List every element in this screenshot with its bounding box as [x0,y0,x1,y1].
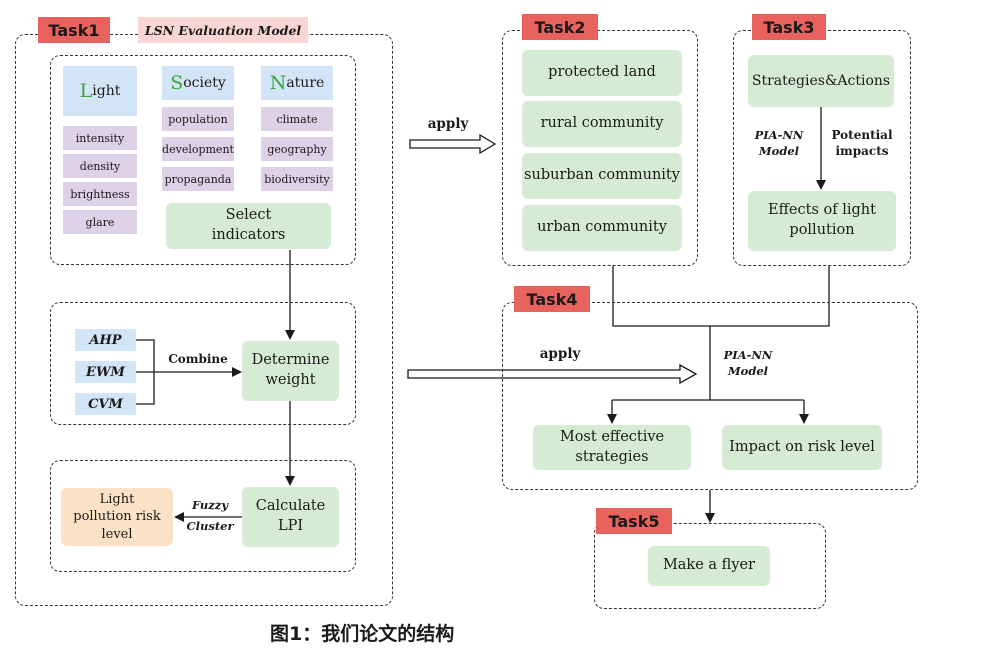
select-indicators-box: Select indicators [166,203,331,249]
task2-container [502,30,698,266]
task3-tag: Task3 [752,14,826,40]
task2-item-protected-land: protected land [522,50,682,96]
task5-container [594,523,826,609]
fuzzy-label: Fuzzy [191,498,229,512]
method-cvm: CVM [75,393,136,415]
lpi-section [50,460,356,572]
effects-light-pollution-box: Effects of light pollution [748,191,896,251]
apply-arrow-top [409,133,497,155]
society-header-initial: S [170,72,184,94]
task2-tag: Task2 [522,14,598,40]
method-ewm: EWM [75,361,136,383]
light-item-density: density [63,154,137,178]
method-ahp: AHP [75,329,136,351]
combine-label: Combine [168,352,228,366]
determine-weight-box: Determine weight [242,341,339,401]
figure-caption: 图1：我们论文的结构 [270,623,455,645]
cluster-label: Cluster [186,519,234,533]
nature-header-initial: N [269,72,287,94]
apply-arrow-middle [407,363,698,385]
task5-tag: Task5 [596,508,672,534]
light-header-initial: L [79,80,93,102]
task4-tag: Task4 [514,286,590,312]
society-item-development: development [162,137,234,161]
task2-item-urban-community: urban community [522,205,682,251]
indicator-section [50,55,356,265]
apply-label-middle: apply [539,346,581,362]
task1-tag: Task1 [38,17,110,43]
impact-risk-level-box: Impact on risk level [722,425,882,470]
potential-impacts-label: Potential impacts [831,128,893,158]
nature-header-rest: ature [286,75,325,91]
risk-level-box: Light pollution risk level [61,488,173,546]
task2-item-rural-community: rural community [522,101,682,147]
nature-item-climate: climate [261,107,333,131]
light-header-rest: ight [92,83,121,99]
make-flyer-box: Make a flyer [648,546,770,586]
calculate-lpi-box: Calculate LPI [242,487,339,547]
weight-section [50,302,356,425]
strategies-actions-box: Strategies&Actions [748,55,894,107]
society-item-propaganda: propaganda [162,167,234,191]
apply-label-top: apply [427,116,469,132]
lsn-model-label: LSN Evaluation Model [138,17,308,43]
light-item-intensity: intensity [63,126,137,150]
most-effective-strategies-box: Most effective strategies [533,425,691,470]
task3-pia-nn-model-label: PIA-NN Model [754,128,804,158]
light-item-brightness: brightness [63,182,137,206]
society-header-rest: ociety [183,75,226,91]
task2-item-suburban-community: suburban community [522,153,682,199]
merge-lines [612,266,830,327]
nature-item-geography: geography [261,137,333,161]
nature-item-biodiversity: biodiversity [261,167,333,191]
light-item-glare: glare [63,210,137,234]
task4-container [502,302,918,490]
society-item-population: population [162,107,234,131]
task4-pia-nn-model-label: PIA-NN Model [723,348,773,378]
